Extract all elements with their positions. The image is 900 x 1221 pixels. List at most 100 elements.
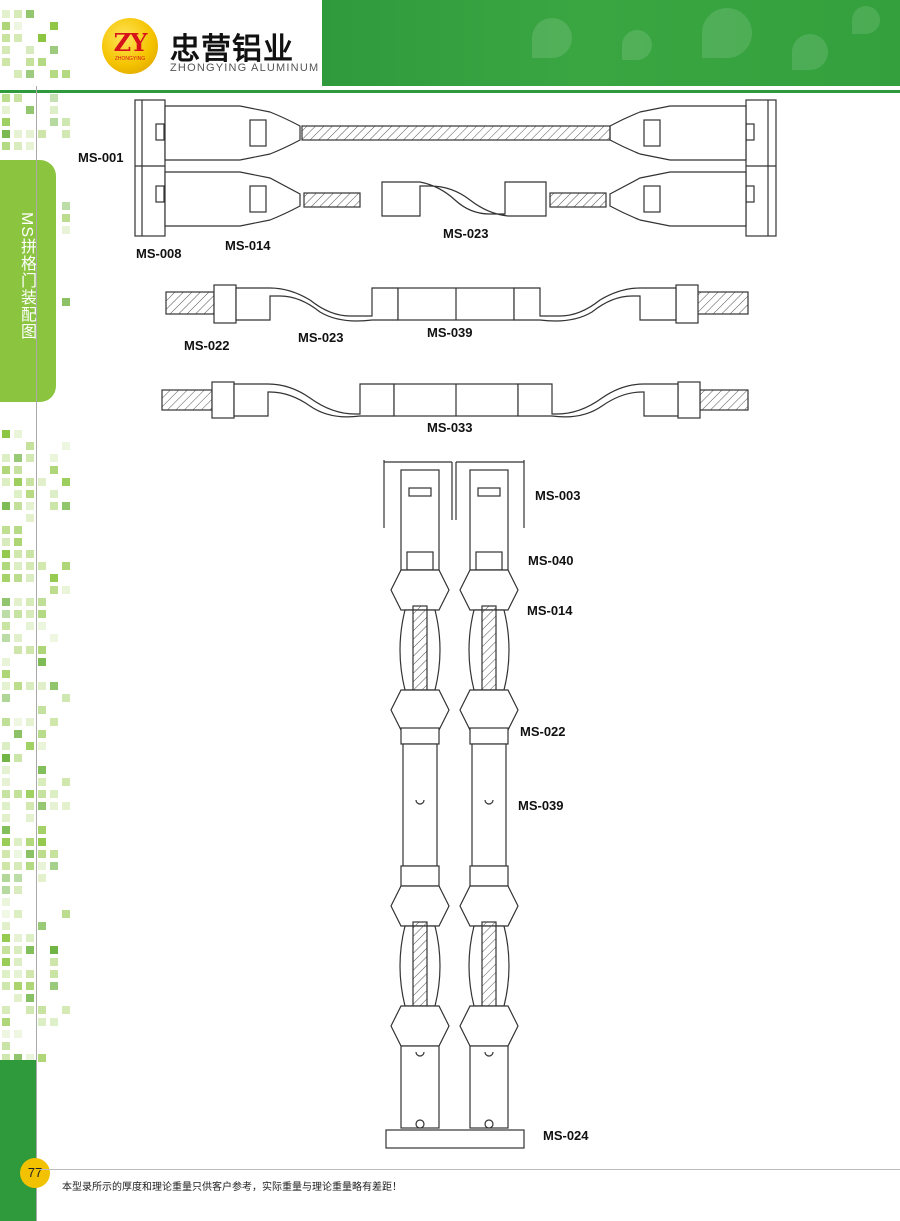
mosaic-square <box>26 442 34 450</box>
assembly-middle <box>165 284 749 324</box>
mosaic-square <box>2 526 10 534</box>
ms022-connector <box>400 727 440 745</box>
mosaic-square <box>26 502 34 510</box>
assembly-ms033 <box>161 381 749 419</box>
assembly-top <box>134 99 777 237</box>
label-ms022-mid: MS-022 <box>184 338 230 353</box>
mosaic-square <box>26 454 34 462</box>
mosaic-square <box>14 850 22 858</box>
mosaic-square <box>26 490 34 498</box>
mosaic-square <box>2 694 10 702</box>
label-ms039-mid: MS-039 <box>427 325 473 340</box>
mosaic-square <box>2 562 10 570</box>
mosaic-square <box>14 682 22 690</box>
label-ms014-top: MS-014 <box>225 238 271 253</box>
mosaic-square <box>2 466 10 474</box>
mosaic-square <box>2 46 10 54</box>
mosaic-square <box>26 70 34 78</box>
mosaic-square <box>2 850 10 858</box>
mosaic-square <box>2 802 10 810</box>
mosaic-square <box>2 430 10 438</box>
mosaic-square <box>14 910 22 918</box>
mosaic-square <box>14 526 22 534</box>
mosaic-square <box>26 574 34 582</box>
mosaic-square <box>26 58 34 66</box>
mosaic-square <box>38 838 46 846</box>
mosaic-square <box>38 922 46 930</box>
mosaic-square <box>14 478 22 486</box>
mosaic-square <box>2 34 10 42</box>
mosaic-square <box>14 454 22 462</box>
mosaic-square <box>14 502 22 510</box>
mosaic-square <box>2 130 10 138</box>
label-ms024: MS-024 <box>543 1128 589 1143</box>
clip-mark <box>484 1051 494 1057</box>
mosaic-square <box>2 478 10 486</box>
mosaic-square <box>26 10 34 18</box>
mosaic-square <box>14 70 22 78</box>
mosaic-square <box>2 958 10 966</box>
mosaic-square <box>38 742 46 750</box>
mosaic-square <box>2 658 10 666</box>
mosaic-square <box>38 658 46 666</box>
mosaic-square <box>2 502 10 510</box>
mosaic-square <box>38 34 46 42</box>
mosaic-square <box>38 478 46 486</box>
mosaic-square <box>2 610 10 618</box>
mosaic-square <box>26 718 34 726</box>
glass-hatch <box>412 921 428 1011</box>
mosaic-square <box>38 790 46 798</box>
company-logo: ZY ZHONGYING <box>102 18 158 74</box>
mosaic-square <box>62 694 70 702</box>
mosaic-square <box>2 106 10 114</box>
mosaic-square <box>2 550 10 558</box>
mosaic-square <box>2 766 10 774</box>
mosaic-square <box>62 130 70 138</box>
mosaic-square <box>26 814 34 822</box>
mosaic-square <box>2 814 10 822</box>
mosaic-square <box>14 562 22 570</box>
mosaic-square <box>38 646 46 654</box>
mosaic-square <box>62 562 70 570</box>
mosaic-square <box>26 622 34 630</box>
mosaic-square <box>2 910 10 918</box>
mosaic-square <box>26 610 34 618</box>
section-tab-title: MS拼格门装配图 <box>18 212 35 340</box>
ms024-base <box>385 1129 525 1149</box>
mosaic-square <box>26 1006 34 1014</box>
stile-bottom <box>469 1045 509 1129</box>
mosaic-square <box>50 118 58 126</box>
mosaic-square <box>26 646 34 654</box>
clip-mark <box>415 799 425 805</box>
mosaic-square <box>50 586 58 594</box>
mosaic-square <box>50 70 58 78</box>
mosaic-square <box>26 838 34 846</box>
mosaic-square <box>2 598 10 606</box>
mosaic-square <box>2 538 10 546</box>
mosaic-square <box>26 598 34 606</box>
mosaic-square <box>2 970 10 978</box>
mosaic-square <box>14 430 22 438</box>
mosaic-square <box>14 94 22 102</box>
mosaic-square <box>62 298 70 306</box>
node-block <box>459 689 519 731</box>
label-ms023-mid: MS-023 <box>298 330 344 345</box>
clip-mark <box>484 799 494 805</box>
mosaic-square <box>26 970 34 978</box>
mosaic-square <box>2 10 10 18</box>
node-block <box>459 1005 519 1047</box>
mosaic-square <box>26 862 34 870</box>
mosaic-square <box>2 1042 10 1050</box>
mosaic-square <box>26 1054 34 1062</box>
mosaic-square <box>2 778 10 786</box>
mosaic-square <box>2 22 10 30</box>
mosaic-square <box>38 862 46 870</box>
node-block <box>390 1005 450 1047</box>
mosaic-square <box>2 742 10 750</box>
mosaic-square <box>38 598 46 606</box>
mosaic-square <box>38 1018 46 1026</box>
label-ms040: MS-040 <box>528 553 574 568</box>
mosaic-square <box>14 550 22 558</box>
mosaic-square <box>50 802 58 810</box>
mosaic-square <box>62 118 70 126</box>
